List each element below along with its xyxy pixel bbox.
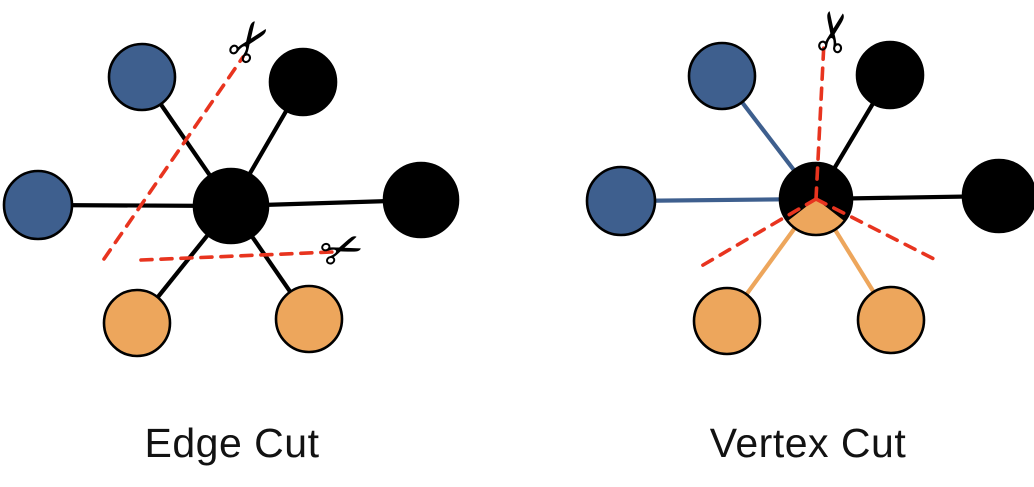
graph-node-orange-bottom-right	[274, 284, 344, 354]
cut-line	[139, 250, 334, 262]
graph-node-black-top-right	[268, 47, 338, 117]
center-node	[192, 167, 270, 245]
scissors-icon: ✂	[312, 216, 371, 285]
graph-node-black-right	[382, 161, 460, 239]
graph-node-orange-bottom-right	[856, 285, 926, 355]
vertex-cut-diagram: ✂	[585, 4, 1034, 356]
edge-cut-label: Edge Cut	[144, 420, 320, 466]
edge-cut-diagram: ✂✂	[2, 5, 460, 358]
cut-line	[814, 40, 826, 201]
graph-node-blue-top-left	[687, 41, 757, 111]
vertex-cut-label: Vertex Cut	[709, 420, 907, 466]
graph-node-blue-top-left	[107, 42, 177, 112]
graph-node-blue-left	[585, 165, 657, 237]
scissors-icon: ✂	[799, 4, 869, 60]
graph-node-orange-bottom-left	[692, 286, 762, 356]
cut-line	[814, 197, 936, 261]
center-node-wedge	[788, 199, 844, 234]
graph-node-blue-left	[2, 169, 74, 241]
cut-line	[102, 55, 245, 261]
graph-node-black-right	[961, 158, 1034, 234]
graph-node-black-top-right	[855, 40, 925, 110]
cut-line	[696, 197, 818, 270]
graph-node-orange-bottom-left	[102, 288, 172, 358]
